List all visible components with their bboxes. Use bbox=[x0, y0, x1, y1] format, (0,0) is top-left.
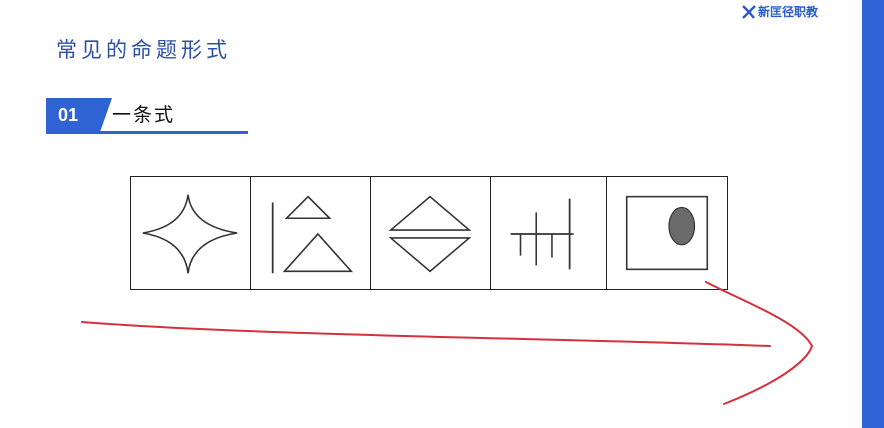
square-with-filled-oval-icon bbox=[625, 195, 709, 271]
figure-cell-5 bbox=[606, 176, 728, 290]
section-badge-wedge bbox=[100, 98, 112, 132]
figure-cell-2 bbox=[250, 176, 372, 290]
brand-logo: 新匡径职教 bbox=[742, 3, 818, 20]
slide-canvas: 新匡径职教 常见的命题形式 01 一条式 bbox=[46, 3, 819, 405]
section-number: 01 bbox=[57, 105, 79, 125]
section-header: 01 一条式 bbox=[46, 98, 248, 135]
figure-cell-4 bbox=[490, 176, 608, 290]
section-label: 一条式 bbox=[112, 104, 176, 126]
section-underline bbox=[46, 131, 248, 134]
crossing-lines-icon bbox=[510, 198, 574, 270]
figure-sequence bbox=[130, 176, 728, 290]
section-number-badge bbox=[46, 98, 100, 132]
page-title: 常见的命题形式 bbox=[56, 38, 231, 62]
figure-cell-1 bbox=[130, 176, 252, 290]
brand-logo-icon bbox=[742, 4, 756, 19]
figure-cell-3 bbox=[370, 176, 492, 290]
brand-logo-text: 新匡径职教 bbox=[758, 5, 819, 19]
right-edge-bar bbox=[862, 0, 884, 428]
opposing-triangles-icon bbox=[388, 195, 472, 273]
line-and-triangles-icon bbox=[271, 195, 354, 274]
four-point-star-icon bbox=[142, 194, 238, 274]
